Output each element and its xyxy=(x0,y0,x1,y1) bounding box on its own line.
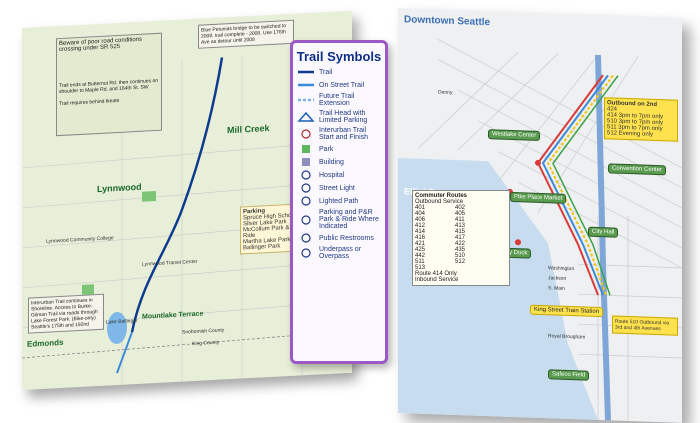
route-number: 511 xyxy=(415,259,425,265)
route-number: 412 xyxy=(415,223,426,229)
north-note: Blue Petunias bridge to be switched to 2… xyxy=(198,19,294,49)
parking-icon xyxy=(297,214,315,225)
legend-label: Trail Head with Limited Parking xyxy=(319,110,368,124)
street-light-icon xyxy=(297,183,315,193)
lighted-path-icon xyxy=(297,196,315,206)
stop-marker xyxy=(515,239,521,246)
hospital-icon xyxy=(297,170,315,180)
legend-label: Parking and P&R Park & Ride Where Indica… xyxy=(319,209,379,230)
legend-item: Public Restrooms xyxy=(297,233,381,243)
routes-inbound-label: Inbound Service xyxy=(415,277,459,283)
route-number: 411 xyxy=(455,217,465,223)
legend-item: Street Light xyxy=(297,183,381,193)
triangle-icon xyxy=(297,112,315,122)
route-number: 416 xyxy=(415,235,426,241)
route-number: 404 xyxy=(415,211,426,217)
route-number: 401 xyxy=(415,205,426,211)
legend-item: Lighted Path xyxy=(297,196,381,206)
legend-item: Building xyxy=(297,157,381,167)
street-label: S. Main xyxy=(548,285,565,292)
legend-item: Hospital xyxy=(297,170,381,180)
interurban-trail-line xyxy=(130,57,224,333)
inset-label: Trail ends at Butternut Rd. then continu… xyxy=(59,77,159,96)
legend-item: Trail Head with Limited Parking xyxy=(297,110,381,124)
underpass-icon xyxy=(297,248,315,258)
street-trail-line xyxy=(297,80,315,90)
route-number: 421 xyxy=(415,241,426,247)
route-number: 510 xyxy=(455,253,466,259)
legend-item: Interurban Trail Start and Finish xyxy=(297,127,381,141)
route-number: 406 xyxy=(415,217,426,223)
legend-item: Parking and P&R Park & Ride Where Indica… xyxy=(297,209,381,230)
legend-label: Hospital xyxy=(319,171,345,179)
legend-label: Building xyxy=(319,158,344,166)
routes-outbound-label: Outbound Service xyxy=(415,199,464,205)
street-label: Jackson xyxy=(548,275,567,282)
route-line-green xyxy=(552,75,619,296)
route-number: 417 xyxy=(455,235,466,241)
inset-label: Trail requires behind Ikeate xyxy=(59,97,120,108)
route-line-yellow xyxy=(546,74,614,296)
left-map-drawing xyxy=(22,53,352,385)
outbound-line: 512 Evening only xyxy=(607,130,654,138)
legend-item: On Street Trail xyxy=(297,80,381,90)
park-area xyxy=(142,190,156,202)
legend-label: Future Trail Extension xyxy=(319,93,355,107)
inset-note: Beware of poor road conditions crossing … xyxy=(59,36,143,54)
park-area xyxy=(82,284,94,295)
south-note: Route 510 Outbound via 3rd and 4th Avenu… xyxy=(612,315,678,336)
route-number: 425 xyxy=(415,247,426,253)
routes-title: Commuter Routes xyxy=(415,193,468,199)
legend-label: Trail xyxy=(319,68,333,76)
legend-label: Interurban Trail Start and Finish xyxy=(319,127,369,141)
routes-note: Route 414 Only xyxy=(415,271,457,277)
landmark-label: Safeco Field xyxy=(548,369,590,381)
route-number: 512 xyxy=(455,259,466,265)
interstate-5 xyxy=(595,54,611,421)
north-trail-map: Beware of poor road conditions crossing … xyxy=(22,10,352,390)
on-street-trail-line xyxy=(116,331,133,374)
route-number: 422 xyxy=(455,241,466,247)
landmark-label: Westlake Center xyxy=(488,129,541,141)
outbound-box: Outbound on 2nd 424 414 3pm to 7pm only … xyxy=(604,97,678,142)
landmark-label: Convention Center xyxy=(608,163,667,176)
route-number: 442 xyxy=(415,253,426,259)
street-label: Denny xyxy=(438,89,453,96)
inset-map: Beware of poor road conditions crossing … xyxy=(56,32,162,137)
place-label: Edmonds xyxy=(27,337,64,349)
legend-item: Trail xyxy=(297,67,381,77)
legend-label: On Street Trail xyxy=(319,81,365,89)
start-finish-icon xyxy=(297,129,315,139)
south-note: Interurban Trail continues in Shoreline.… xyxy=(28,293,104,334)
landmark-label: City Hall xyxy=(588,226,619,238)
route-number: 513 xyxy=(415,265,426,271)
restroom-icon xyxy=(297,233,315,243)
legend-item: Future Trail Extension xyxy=(297,93,381,107)
legend-title: Trail Symbols xyxy=(296,49,382,64)
trail-line xyxy=(297,67,315,77)
route-number: 414 xyxy=(415,229,426,235)
landmark-label: Pike Place Market xyxy=(510,191,567,204)
route-number: 405 xyxy=(455,211,466,217)
route-number: 402 xyxy=(455,205,466,211)
route-number: 413 xyxy=(455,223,466,229)
legend-item: Underpass or Overpass xyxy=(297,246,381,260)
legend-label: Lighted Path xyxy=(319,197,359,205)
stop-marker xyxy=(535,159,541,166)
legend-label: Park xyxy=(319,145,334,153)
route-number: 415 xyxy=(455,229,466,235)
legend-label: Public Restrooms xyxy=(319,234,374,242)
park-square-icon xyxy=(297,144,315,154)
lake-ballinger xyxy=(107,312,127,345)
route-number: 435 xyxy=(455,247,466,253)
legend-label: Underpass or Overpass xyxy=(319,246,362,260)
street-label: Royal Brougham xyxy=(548,333,586,341)
street-label: Washington xyxy=(548,265,575,273)
building-square-icon xyxy=(297,157,315,167)
dashed-line xyxy=(297,95,315,105)
legend-label: Street Light xyxy=(319,184,355,192)
legend-item: Park xyxy=(297,144,381,154)
